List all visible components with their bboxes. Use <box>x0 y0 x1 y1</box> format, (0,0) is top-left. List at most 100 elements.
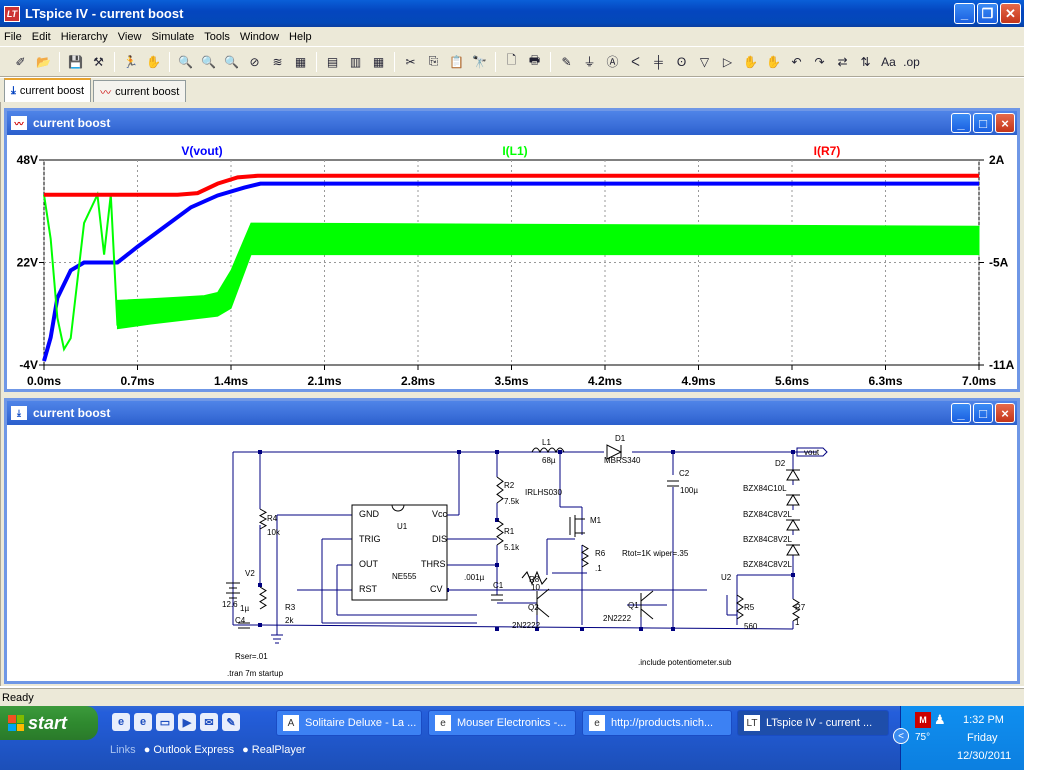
schematic-value[interactable]: 100µ <box>680 486 698 495</box>
schematic-label[interactable]: R2 <box>504 481 515 490</box>
schematic-label[interactable]: M1 <box>590 516 602 525</box>
schematic-label[interactable]: L1 <box>542 438 551 447</box>
close-button[interactable]: ✕ <box>1000 3 1021 24</box>
schematic-label[interactable]: C4 <box>235 616 246 625</box>
spice-directive-icon[interactable]: .op <box>903 54 920 69</box>
cut-icon[interactable]: ✂ <box>405 54 416 69</box>
minimize-button[interactable]: _ <box>951 113 971 133</box>
resistor-symbol[interactable] <box>581 544 589 568</box>
text-icon[interactable]: Aa <box>881 54 896 69</box>
wire-icon[interactable]: ✎ <box>561 54 572 69</box>
zener-diode-symbol[interactable] <box>786 519 800 531</box>
rotate-icon[interactable]: ⇄ <box>837 54 848 69</box>
autorange-icon[interactable]: ≋ <box>272 54 283 69</box>
grid-icon[interactable]: ▦ <box>294 54 307 69</box>
mail-icon[interactable]: ✉ <box>200 713 218 731</box>
schematic-value[interactable]: BZX84C8V2L <box>743 535 792 544</box>
schematic-label[interactable]: D2 <box>775 459 786 468</box>
restore-button[interactable]: ❐ <box>977 3 998 24</box>
schematic-value[interactable]: MBRS340 <box>604 456 641 465</box>
maximize-button[interactable]: □ <box>973 403 993 423</box>
copy-icon[interactable]: ⎘ <box>428 54 439 68</box>
link-item[interactable]: ● Outlook Express <box>144 744 234 756</box>
schematic-label[interactable]: R7 <box>795 603 806 612</box>
resistor-symbol[interactable] <box>258 508 268 530</box>
start-button[interactable]: start <box>0 706 98 740</box>
minimize-button[interactable]: _ <box>951 403 971 423</box>
minimize-button[interactable]: _ <box>954 3 975 24</box>
menu-window[interactable]: Window <box>239 30 280 43</box>
schematic-value[interactable]: 2N2222 <box>512 621 541 630</box>
zoom-out-icon[interactable]: 🔍 <box>201 54 216 69</box>
schematic-value[interactable]: IRLHS030 <box>525 488 562 497</box>
schematic-value[interactable]: 7.5k <box>504 497 520 506</box>
schematic-value[interactable]: 10k <box>267 528 281 537</box>
media-icon[interactable]: ▶ <box>178 713 196 731</box>
zoom-in-icon[interactable]: 🔍 <box>178 54 193 69</box>
ne555-chip[interactable] <box>351 504 448 601</box>
user-icon[interactable]: ♟ <box>934 712 946 727</box>
resistor-symbol[interactable] <box>736 594 744 620</box>
schematic-value[interactable]: .001µ <box>464 573 485 582</box>
schematic-label[interactable]: R1 <box>504 527 515 536</box>
drag-icon[interactable]: ✋ <box>766 54 781 69</box>
undo-icon[interactable]: ↶ <box>791 54 802 69</box>
diode-icon[interactable]: ▽ <box>699 54 710 69</box>
schematic-value[interactable]: BZX84C10L <box>743 484 787 493</box>
component-icon[interactable]: ▷ <box>722 54 733 69</box>
paint-icon[interactable]: ✎ <box>222 713 240 731</box>
legend-entry[interactable]: V(vout) <box>181 144 222 158</box>
browser-icon[interactable]: e <box>134 713 152 731</box>
new-schematic-icon[interactable]: ✐ <box>15 54 26 69</box>
schematic-value[interactable]: BZX84C8V2L <box>743 560 792 569</box>
cascade-icon[interactable]: ▥ <box>349 54 362 69</box>
menu-hierarchy[interactable]: Hierarchy <box>60 30 108 43</box>
zener-diode-symbol[interactable] <box>786 494 800 506</box>
link-item[interactable]: ● RealPlayer <box>242 744 306 756</box>
schematic-value[interactable]: 1 <box>795 618 800 627</box>
schematic-label[interactable]: R4 <box>267 514 278 523</box>
legend-entry[interactable]: I(R7) <box>814 144 841 158</box>
menu-view[interactable]: View <box>117 30 142 43</box>
inductor-icon[interactable]: ʘ <box>676 54 687 69</box>
capacitor-symbol[interactable] <box>667 480 679 487</box>
redo-icon[interactable]: ↷ <box>814 54 825 69</box>
transistor-symbol[interactable] <box>640 590 654 620</box>
capacitor-icon[interactable]: ╪ <box>654 54 663 69</box>
series-line[interactable] <box>43 191 979 352</box>
schematic-label[interactable]: U1 <box>397 522 408 531</box>
schematic-label[interactable]: R5 <box>744 603 755 612</box>
schematic-label[interactable]: D1 <box>615 434 626 443</box>
schematic-label[interactable]: U2 <box>721 573 732 582</box>
zener-diode-symbol[interactable] <box>786 469 800 481</box>
tab-waveform[interactable]: 〰 current boost <box>93 80 187 102</box>
schematic-value[interactable]: 1µ <box>240 604 249 613</box>
schematic-canvas[interactable]: L168µD1MBRS340voutC2100µD2BZX84C10LBZX84… <box>7 425 1017 681</box>
voltage-source-symbol[interactable] <box>226 582 240 599</box>
find-icon[interactable]: 🔭 <box>472 54 487 69</box>
schematic-label[interactable]: R6 <box>595 549 606 558</box>
schematic-value[interactable]: 5.1k <box>504 543 520 552</box>
close-button[interactable]: × <box>995 113 1015 133</box>
menu-help[interactable]: Help <box>289 30 312 43</box>
clock-time[interactable]: 1:32 PM <box>963 714 1004 726</box>
schematic-value[interactable]: NE555 <box>392 572 417 581</box>
resistor-symbol[interactable] <box>496 519 504 546</box>
resistor-symbol[interactable] <box>259 586 267 610</box>
tab-schematic[interactable]: ⤓ current boost <box>4 78 92 102</box>
resistor-icon[interactable]: ᐸ <box>631 54 640 69</box>
wire[interactable] <box>259 624 794 630</box>
folder-icon[interactable]: ▭ <box>156 713 174 731</box>
print-icon[interactable]: 🖶 <box>528 53 541 67</box>
open-icon[interactable]: 📂 <box>36 54 51 69</box>
cancel-zoom-icon[interactable]: ⊘ <box>249 54 260 69</box>
ground-icon[interactable]: ⏚ <box>583 55 596 69</box>
schematic-value[interactable]: .1 <box>595 564 602 573</box>
schematic-value[interactable]: BZX84C8V2L <box>743 510 792 519</box>
capacitor-symbol[interactable] <box>491 594 503 601</box>
schematic-label[interactable]: Q1 <box>628 601 639 610</box>
mosfet-symbol[interactable] <box>569 515 585 537</box>
